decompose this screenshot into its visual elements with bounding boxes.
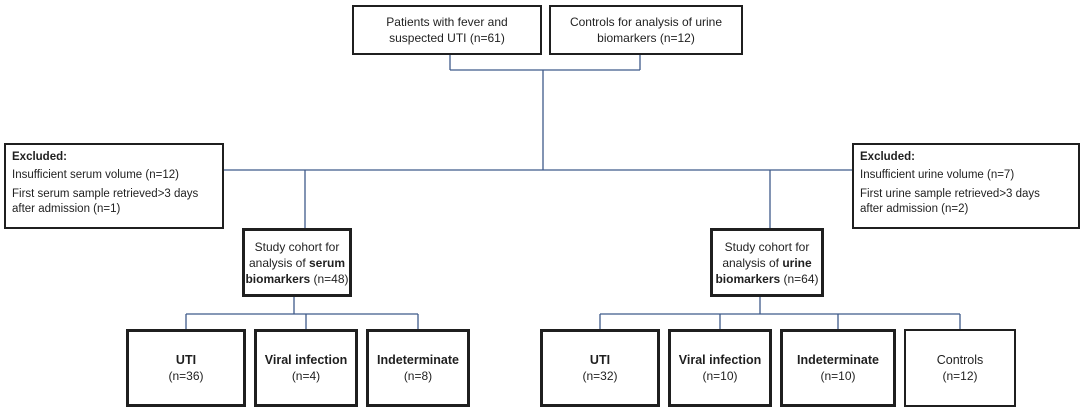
serum-uti-box: UTI (n=36) [126, 329, 246, 407]
excluded-serum-late-1: First serum sample retrieved>3 days [12, 188, 199, 200]
serum-uti-n: (n=36) [168, 369, 204, 383]
urine-cohort-line-3: biomarkers (n=64) [715, 271, 819, 286]
urine-viral-box: Viral infection (n=10) [668, 329, 772, 407]
patients-line-1: Patients with fever and [386, 15, 508, 29]
urine-uti-label: UTI [589, 353, 611, 367]
urine-biomarkers-bold: biomarkers [715, 271, 781, 286]
serum-cohort-box: Study cohort for analysis of serum bioma… [242, 228, 352, 297]
controls-urine-box: Controls for analysis of urine biomarker… [549, 5, 743, 55]
serum-uti-label: UTI [175, 353, 197, 367]
serum-cohort-line-2: analysis of serum [248, 255, 346, 270]
urine-cohort-line-2: analysis of urine [722, 255, 812, 270]
urine-indeterminate-label: Indeterminate [797, 353, 879, 367]
serum-biomarkers-bold: biomarkers [245, 271, 311, 286]
urine-controls-box: Controls (n=12) [904, 329, 1016, 407]
urine-viral-label: Viral infection [678, 353, 762, 367]
urine-cohort-line-1: Study cohort for [724, 239, 810, 254]
urine-uti-n: (n=32) [582, 369, 618, 383]
serum-indeterminate-box: Indeterminate (n=8) [366, 329, 470, 407]
serum-bold-label: serum [309, 255, 346, 270]
excluded-serum-box: Excluded: Insufficient serum volume (n=1… [4, 143, 224, 229]
urine-indeterminate-n: (n=10) [820, 369, 856, 383]
excluded-serum-late-2: after admission (n=1) [12, 203, 121, 215]
urine-controls-n: (n=12) [942, 369, 978, 383]
excluded-urine-late-1: First urine sample retrieved>3 days [860, 188, 1040, 200]
excluded-urine-box: Excluded: Insufficient urine volume (n=7… [852, 143, 1080, 229]
excluded-serum-volume: Insufficient serum volume (n=12) [12, 169, 179, 181]
serum-cohort-line-3: biomarkers (n=48) [245, 271, 349, 286]
excluded-serum-heading: Excluded: [12, 151, 67, 163]
serum-indeterminate-n: (n=8) [403, 369, 433, 383]
excluded-urine-late-2: after admission (n=2) [860, 203, 969, 215]
urine-viral-n: (n=10) [702, 369, 738, 383]
excluded-urine-volume: Insufficient urine volume (n=7) [860, 169, 1015, 181]
urine-indeterminate-box: Indeterminate (n=10) [780, 329, 896, 407]
patients-box: Patients with fever and suspected UTI (n… [352, 5, 542, 55]
serum-viral-n: (n=4) [291, 369, 321, 383]
urine-uti-box: UTI (n=32) [540, 329, 660, 407]
patients-line-2: suspected UTI (n=61) [389, 31, 505, 45]
serum-viral-label: Viral infection [264, 353, 348, 367]
serum-viral-box: Viral infection (n=4) [254, 329, 358, 407]
serum-cohort-line-1: Study cohort for [254, 239, 340, 254]
controls-line-2: biomarkers (n=12) [597, 31, 695, 45]
serum-indeterminate-label: Indeterminate [377, 353, 459, 367]
controls-line-1: Controls for analysis of urine [569, 15, 723, 29]
excluded-urine-heading: Excluded: [860, 151, 915, 163]
urine-bold-label: urine [782, 255, 812, 270]
urine-controls-label: Controls [936, 353, 984, 367]
urine-cohort-box: Study cohort for analysis of urine bioma… [710, 228, 824, 297]
